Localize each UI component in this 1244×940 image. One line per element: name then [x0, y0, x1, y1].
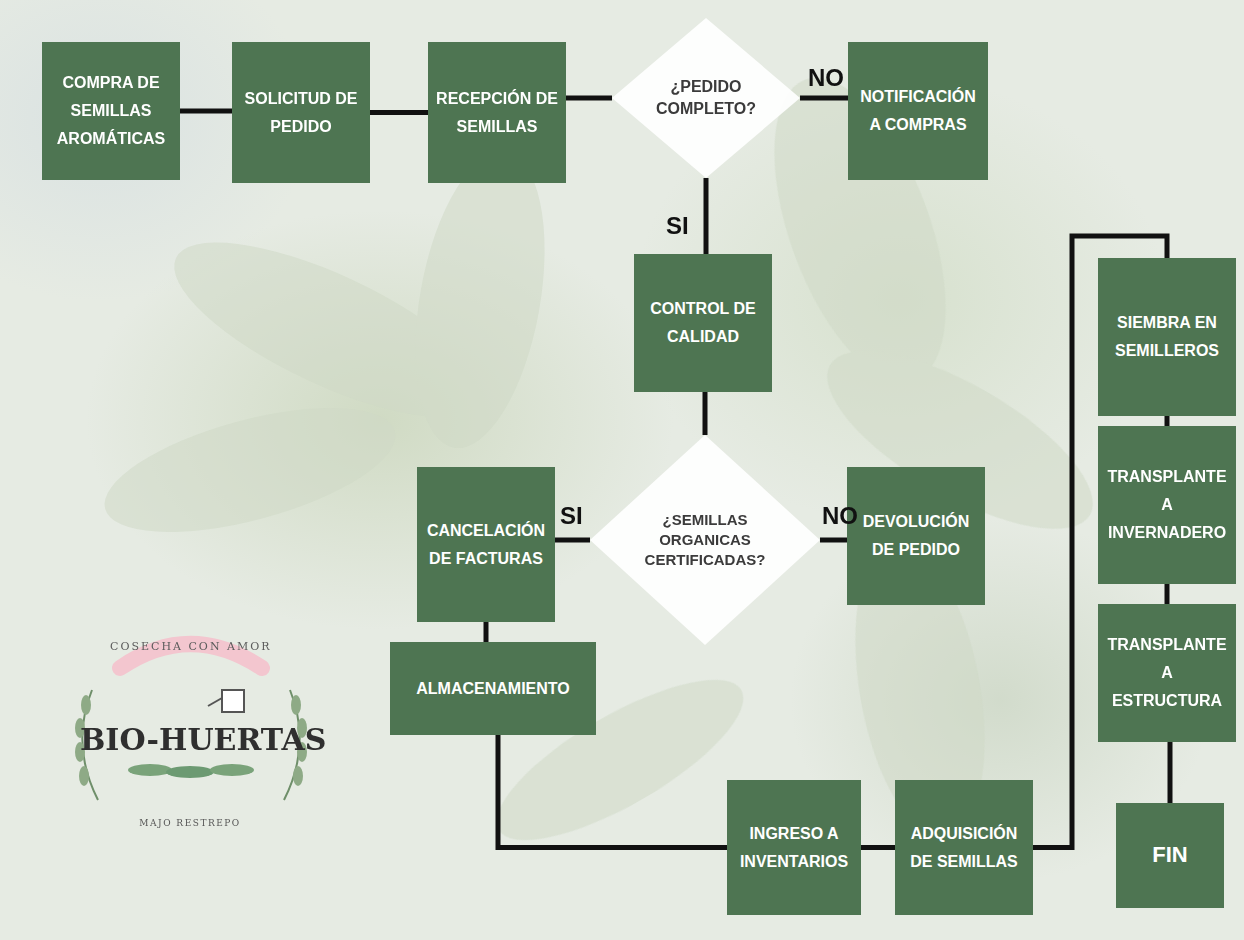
- node-text: CANCELACIÓN DE FACTURAS: [417, 511, 555, 579]
- connector-line: [566, 96, 612, 101]
- process-box: FIN: [1116, 803, 1224, 908]
- process-box: COMPRA DE SEMILLAS AROMÁTICAS: [42, 42, 180, 180]
- diamond-outline: [612, 18, 800, 178]
- connector-line: [370, 110, 428, 115]
- node-text: NOTIFICACIÓN A COMPRAS: [848, 77, 988, 145]
- node-text: TRANSPLANTE A INVERNADERO: [1098, 457, 1236, 553]
- edge-label: NO: [808, 66, 844, 90]
- node-text: ¿SEMILLAS ORGANICAS CERTIFICADAS?: [630, 510, 780, 571]
- decision-diamond: ¿SEMILLAS ORGANICAS CERTIFICADAS?: [590, 435, 820, 645]
- edge-label: SI: [666, 214, 689, 238]
- logo-tagline: COSECHA CON AMOR: [110, 640, 270, 653]
- logo-wreath: [75, 644, 307, 800]
- logo-author: MAJO RESTREPO: [130, 818, 250, 828]
- node-text: INGRESO A INVENTARIOS: [727, 814, 861, 882]
- connector-line: [555, 538, 590, 543]
- node-text: ADQUISICIÓN DE SEMILLAS: [895, 814, 1033, 882]
- connector-line: [800, 96, 848, 101]
- process-box: DEVOLUCIÓN DE PEDIDO: [847, 467, 985, 605]
- process-box: ALMACENAMIENTO: [390, 642, 596, 735]
- connector-line: [1168, 742, 1173, 803]
- connector-line: [1165, 584, 1170, 604]
- process-box: SIEMBRA EN SEMILLEROS: [1098, 258, 1236, 416]
- process-box: INGRESO A INVENTARIOS: [727, 780, 861, 915]
- process-box: ADQUISICIÓN DE SEMILLAS: [895, 780, 1033, 915]
- connector-line: [180, 109, 232, 114]
- logo-wordmark: BIO-HUERTAS: [80, 722, 302, 757]
- node-text: CONTROL DE CALIDAD: [634, 289, 772, 357]
- process-box: SOLICITUD DE PEDIDO: [232, 42, 370, 183]
- node-text: DEVOLUCIÓN DE PEDIDO: [847, 502, 985, 570]
- node-text: RECEPCIÓN DE SEMILLAS: [428, 79, 566, 147]
- process-box: NOTIFICACIÓN A COMPRAS: [848, 42, 988, 180]
- process-box: CANCELACIÓN DE FACTURAS: [417, 467, 555, 622]
- process-box: RECEPCIÓN DE SEMILLAS: [428, 42, 566, 183]
- connector-line: [498, 735, 727, 848]
- node-text: ¿PEDIDO COMPLETO?: [646, 76, 766, 119]
- process-box: CONTROL DE CALIDAD: [634, 254, 772, 392]
- node-text: TRANSPLANTE A ESTRUCTURA: [1098, 625, 1236, 721]
- node-text: SIEMBRA EN SEMILLEROS: [1098, 303, 1236, 371]
- connector-line: [1165, 416, 1170, 426]
- connector-line: [703, 392, 708, 435]
- connector-line: [820, 538, 847, 543]
- edge-label: SI: [560, 504, 583, 528]
- edge-label: NO: [822, 504, 858, 528]
- connector-line: [861, 845, 895, 850]
- node-text: ALMACENAMIENTO: [390, 669, 596, 709]
- connector-line: [484, 622, 489, 642]
- decision-diamond: ¿PEDIDO COMPLETO?: [612, 18, 800, 178]
- node-text: COMPRA DE SEMILLAS AROMÁTICAS: [42, 63, 180, 159]
- node-text: FIN: [1116, 830, 1224, 881]
- process-box: TRANSPLANTE A INVERNADERO: [1098, 426, 1236, 584]
- connector-line: [704, 178, 709, 254]
- process-box: TRANSPLANTE A ESTRUCTURA: [1098, 604, 1236, 742]
- node-text: SOLICITUD DE PEDIDO: [232, 79, 370, 147]
